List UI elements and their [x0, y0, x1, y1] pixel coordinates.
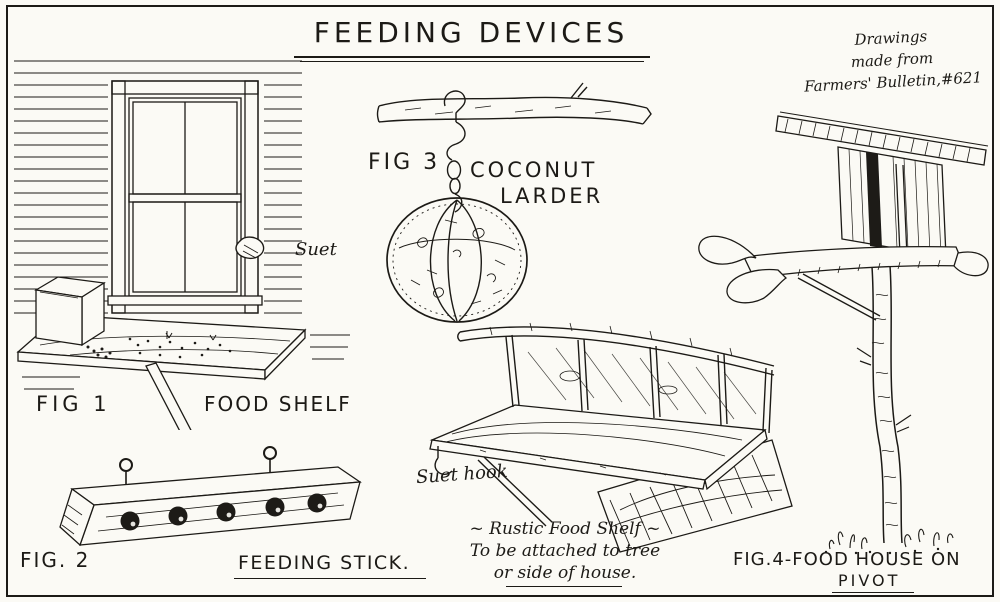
title-underline: [294, 56, 650, 58]
fig3-caption-line2: LARDER: [500, 184, 604, 208]
fig1-caption: FOOD SHELF: [204, 392, 352, 416]
rustic-caption-line2: To be attached to tree: [469, 541, 661, 562]
credit-note: Drawings made from Farmers' Bulletin,#62…: [788, 23, 995, 99]
fig2-label: FIG. 2: [20, 548, 91, 572]
title-underline-2: [300, 61, 644, 62]
feeding-stick-drawing: [59, 446, 362, 547]
food-house-drawing: [698, 111, 989, 555]
rustic-caption-line1: ~ Rustic Food Shelf ~: [469, 519, 661, 539]
coconut-larder-drawing: [376, 82, 652, 323]
rustic-food-shelf-drawing: [429, 322, 793, 553]
page-title: FEEDING DEVICES: [313, 16, 629, 49]
suet-annotation: Suet: [295, 239, 337, 260]
fig4-caption-underline: [832, 592, 914, 593]
fig4-caption-line1: FIG.4-FOOD HOUSE ON: [733, 549, 961, 570]
fig3-label: FIG 3: [368, 150, 441, 175]
fig1-label: FIG 1: [36, 392, 111, 416]
page-border: [6, 5, 994, 597]
fig4-caption-line2: PIVOT: [838, 571, 901, 590]
rustic-caption-underline: [506, 586, 622, 587]
fig3-caption-line1: COCONUT: [470, 158, 598, 182]
food-shelf-drawing: [14, 60, 350, 430]
rustic-caption-line3: or side of house.: [493, 563, 637, 584]
fig2-caption-underline: [234, 578, 426, 579]
rustic-shelf-caption: ~ Rustic Food Shelf ~ To be attached to …: [435, 518, 695, 584]
fig2-caption: FEEDING STICK.: [238, 552, 411, 574]
